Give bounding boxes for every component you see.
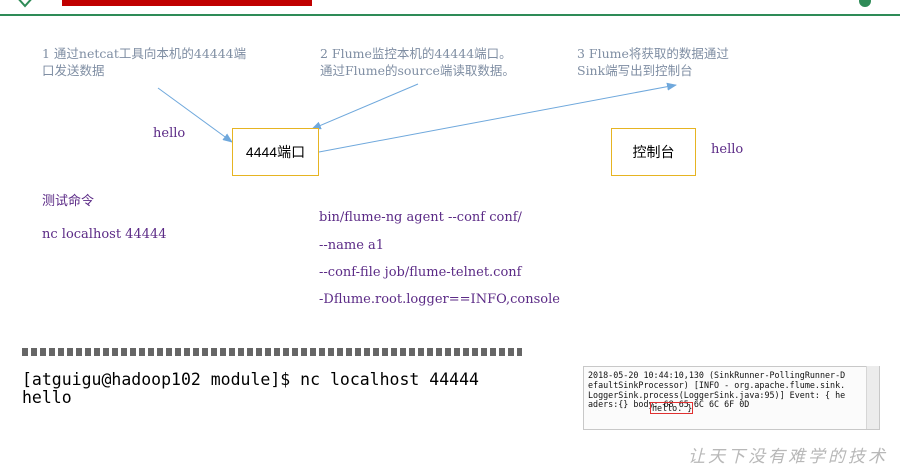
arrow-step1-to-port (157, 87, 233, 143)
step3-line: 3 Flume将获取的数据通过 (577, 46, 729, 61)
step1-note: 1 通过netcat工具向本机的44444端 口发送数据 (42, 45, 246, 79)
footer-slogan-watermark: 让天下没有难学的技术 (688, 447, 888, 467)
console-box-label: 控制台 (632, 144, 675, 160)
hello-highlight-box (650, 402, 693, 414)
step2-line: 2 Flume监控本机的44444端口。 (320, 46, 512, 61)
brand-mark-icon (859, 0, 871, 7)
flume-command-line: bin/flume-ng agent --conf conf/ (319, 210, 522, 225)
step2-line: 通过Flume的source端读取数据。 (320, 63, 515, 78)
terminal-command-line: [atguigu@hadoop102 module]$ nc localhost… (22, 370, 479, 389)
slide-title-fragment (62, 0, 312, 6)
console-hello-line: hello. } (652, 403, 693, 413)
console-box: 控制台 (611, 128, 696, 176)
test-command-title: 测试命令 (42, 194, 95, 209)
arrow-step2-to-port (311, 83, 419, 130)
console-log-panel (583, 366, 880, 430)
arrow-port-to-step3 (318, 82, 677, 153)
step1-line: 1 通过netcat工具向本机的44444端 (42, 46, 247, 61)
terminal-previous-line-cropped (22, 348, 522, 356)
step2-note: 2 Flume监控本机的44444端口。 通过Flume的source端读取数据… (320, 45, 515, 79)
nc-command-text: nc localhost 44444 (42, 227, 167, 242)
step1-line: 口发送数据 (42, 63, 105, 78)
console-scrollbar[interactable] (866, 366, 879, 429)
diamond-logo-icon (18, 0, 32, 8)
console-log-line: 2018-05-20 10:44:10,130 (SinkRunner-Poll… (588, 370, 846, 380)
console-log-line: aders:{} body: 68 65 6C 6C 6F 0D (588, 399, 750, 409)
port-box: 4444端口 (232, 128, 319, 176)
flume-command-line: --name a1 (319, 238, 385, 253)
step3-line: Sink端写出到控制台 (577, 63, 693, 78)
hello-output-label: hello (711, 142, 744, 157)
terminal-output-line: hello (22, 388, 72, 407)
console-log-line: LoggerSink.process(LoggerSink.java:95)] … (588, 390, 846, 400)
hello-input-label: hello (153, 126, 186, 141)
port-box-label: 4444端口 (245, 144, 306, 160)
step3-note: 3 Flume将获取的数据通过 Sink端写出到控制台 (577, 45, 729, 79)
console-log-line: efaultSinkProcessor) [INFO - org.apache.… (588, 380, 846, 390)
flume-command-line: --conf-file job/flume-telnet.conf (319, 265, 522, 280)
flume-command-line: -Dflume.root.logger==INFO,console (319, 292, 560, 307)
